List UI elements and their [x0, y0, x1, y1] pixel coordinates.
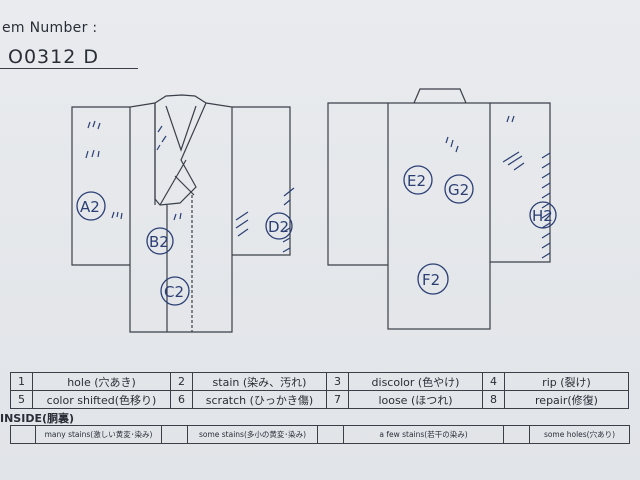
legend-num: 5	[10, 390, 33, 409]
front-body	[129, 102, 233, 333]
inside-section-title: INSIDE(胴裏)	[0, 412, 75, 425]
inside-option: some holes(穴あり)	[529, 425, 630, 444]
mark-circle-c	[160, 276, 190, 306]
legend-label: hole (穴あき)	[32, 372, 171, 391]
front-left-sleeve	[71, 106, 130, 266]
inside-checkbox-cell	[10, 425, 36, 444]
mark-label-d: D2	[268, 218, 289, 236]
mark-label-a: A2	[80, 198, 100, 216]
front-right-sleeve	[232, 106, 291, 256]
mark-circle-a	[76, 191, 106, 221]
damage-legend-table: 1 hole (穴あき) 2 stain (染み、汚れ) 3 discolor …	[10, 372, 629, 409]
legend-num: 2	[170, 372, 193, 391]
inside-option: some stains(多小の黄変･染み)	[187, 425, 318, 444]
front-view	[71, 94, 291, 333]
mark-label-c: C2	[164, 283, 184, 301]
inside-option: a few stains(若干の染み)	[343, 425, 504, 444]
mark-label-f: F2	[422, 271, 440, 289]
inside-row: many stains(激しい黄変･染み) some stains(多小の黄変･…	[10, 425, 630, 444]
mark-label-b: B2	[149, 233, 169, 251]
inside-checkbox-cell	[503, 425, 530, 444]
legend-label: scratch (ひっかき傷)	[192, 390, 327, 409]
mark-circle-d	[265, 212, 293, 240]
legend-label: repair(修復)	[504, 390, 629, 409]
mark-label-h: H2	[532, 207, 553, 225]
item-number-underline	[0, 68, 138, 69]
inside-condition-table: many stains(激しい黄変･染み) some stains(多小の黄変･…	[10, 425, 630, 444]
legend-row: 1 hole (穴あき) 2 stain (染み、汚れ) 3 discolor …	[10, 372, 629, 391]
inside-option: many stains(激しい黄変･染み)	[35, 425, 162, 444]
mark-circle-g	[444, 174, 474, 204]
mark-circle-e	[403, 165, 433, 195]
legend-num: 7	[326, 390, 349, 409]
legend-label: discolor (色やけ)	[348, 372, 483, 391]
legend-num: 6	[170, 390, 193, 409]
handwritten-marks	[85, 115, 551, 259]
item-number-label: em Number :	[2, 20, 98, 36]
mark-label-e: E2	[407, 172, 426, 190]
legend-label: rip (裂け)	[504, 372, 629, 391]
legend-num: 8	[482, 390, 505, 409]
inside-checkbox-cell	[161, 425, 188, 444]
item-number-value: O0312 D	[8, 46, 99, 68]
legend-label: color shifted(色移り)	[32, 390, 171, 409]
legend-num: 4	[482, 372, 505, 391]
back-left-sleeve	[327, 102, 388, 266]
back-right-sleeve	[490, 102, 551, 263]
legend-row: 5 color shifted(色移り) 6 scratch (ひっかき傷) 7…	[10, 390, 629, 409]
legend-label: stain (染み、汚れ)	[192, 372, 327, 391]
mark-circle-b	[146, 227, 174, 255]
mark-circle-f	[417, 263, 449, 295]
mark-circle-h	[529, 201, 557, 229]
legend-num: 1	[10, 372, 33, 391]
back-view	[327, 88, 551, 330]
inside-checkbox-cell	[317, 425, 344, 444]
back-body	[387, 102, 491, 330]
legend-label: loose (ほつれ)	[348, 390, 483, 409]
mark-label-g: G2	[448, 181, 469, 199]
back-collar	[413, 88, 467, 104]
legend-num: 3	[326, 372, 349, 391]
